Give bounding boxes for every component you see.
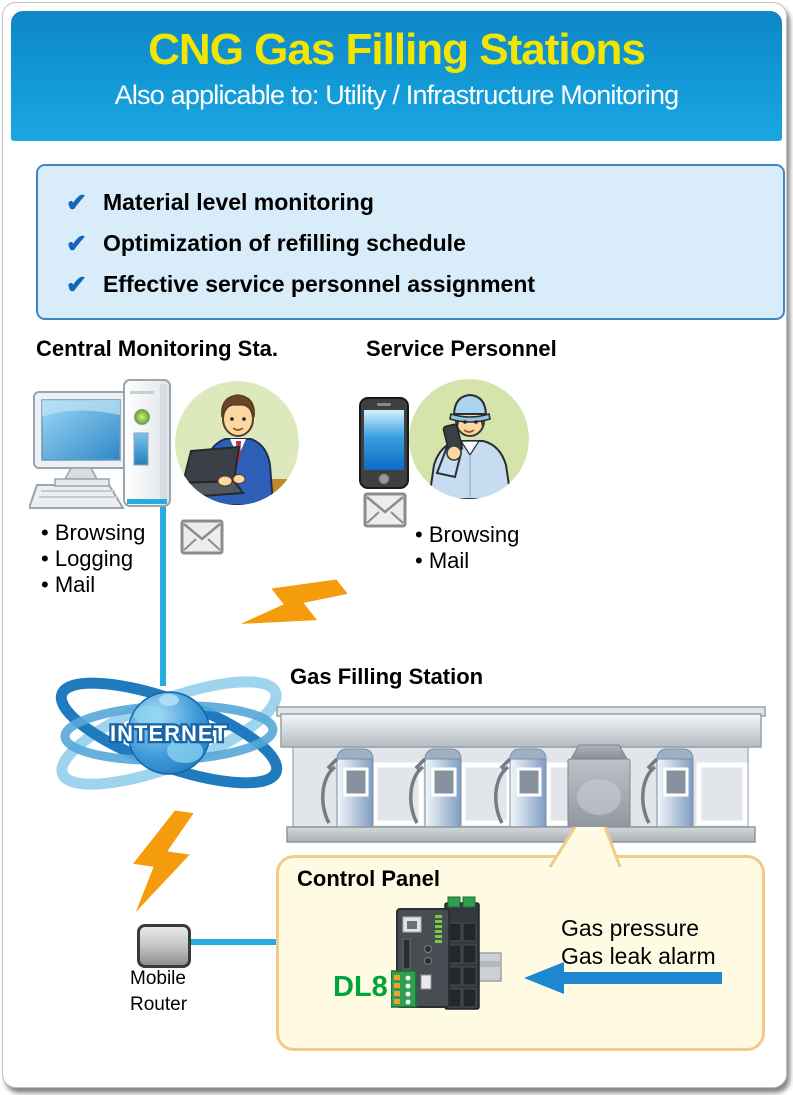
smartphone-icon	[359, 397, 409, 489]
list-item: • Browsing	[41, 520, 145, 546]
gas-pump	[409, 748, 462, 828]
worker-avatar	[409, 379, 529, 499]
panel-input-labels: Gas pressure Gas leak alarm	[561, 914, 716, 970]
bullet: •	[415, 548, 423, 573]
list-item: • Browsing	[415, 522, 519, 548]
list-item: • Logging	[41, 546, 145, 572]
envelope-icon	[180, 519, 224, 555]
input-label: Gas pressure	[561, 915, 700, 941]
lightning-icon	[133, 810, 194, 912]
input-label: Gas leak alarm	[561, 943, 716, 969]
router-label-line: Mobile	[130, 968, 186, 989]
vertical-link-line	[160, 489, 166, 686]
central-station-title: Central Monitoring Sta.	[36, 336, 278, 361]
gas-pump	[494, 748, 547, 828]
bullet: •	[41, 546, 49, 571]
router-label-line: Router	[130, 994, 188, 1015]
bullet: •	[41, 572, 49, 597]
benefit-text: Effective service personnel assignment	[102, 271, 536, 297]
capability-label: Browsing	[428, 522, 520, 547]
capability-label: Mail	[54, 572, 96, 597]
list-item: • Mail	[415, 548, 519, 574]
benefit-text: Material level monitoring	[102, 189, 374, 215]
page-title: CNG Gas Filling Stations	[148, 25, 646, 74]
benefit-text: Optimization of refilling schedule	[102, 230, 466, 256]
callout-wedge	[548, 826, 622, 868]
bullet: •	[41, 520, 49, 545]
check-icon: ✔	[66, 188, 87, 217]
computer-illustration	[29, 379, 171, 509]
gas-station-title: Gas Filling Station	[290, 664, 484, 689]
central-capabilities-list: • Browsing • Logging • Mail	[41, 520, 145, 598]
capability-label: Browsing	[54, 520, 146, 545]
benefit-row: ✔ Effective service personnel assignment	[66, 264, 783, 305]
benefit-row: ✔ Optimization of refilling schedule	[66, 223, 783, 264]
internet-label: INTERNET	[110, 721, 228, 746]
arrow-left-icon	[524, 962, 722, 994]
internet-globe: INTERNET	[55, 676, 283, 790]
operator-avatar	[175, 381, 299, 505]
capability-label: Logging	[54, 546, 134, 571]
lightning-icon	[240, 579, 347, 624]
device-name-label: DL8	[333, 971, 388, 1003]
control-panel-box	[276, 855, 765, 1051]
benefit-row: ✔ Material level monitoring	[66, 182, 783, 223]
list-item: • Mail	[41, 572, 145, 598]
benefits-box: ✔ Material level monitoring ✔ Optimizati…	[36, 164, 785, 320]
header-banner: CNG Gas Filling Stations Also applicable…	[11, 11, 782, 141]
check-icon: ✔	[66, 229, 87, 258]
capability-label: Mail	[428, 548, 470, 573]
mobile-router-box	[137, 924, 191, 968]
bullet: •	[415, 522, 423, 547]
control-panel-title: Control Panel	[297, 866, 441, 891]
gas-pump	[641, 748, 694, 828]
envelope-icon	[363, 492, 407, 528]
tank-unit	[567, 744, 631, 828]
page-subtitle: Also applicable to: Utility / Infrastruc…	[114, 80, 680, 110]
dl8-device	[391, 896, 502, 1010]
gas-pump	[321, 748, 374, 828]
personnel-capabilities-list: • Browsing • Mail	[415, 522, 519, 574]
check-icon: ✔	[66, 270, 87, 299]
mobile-router-label: Mobile Router	[130, 966, 187, 1018]
station-illustration	[276, 706, 766, 843]
service-personnel-title: Service Personnel	[366, 336, 557, 361]
